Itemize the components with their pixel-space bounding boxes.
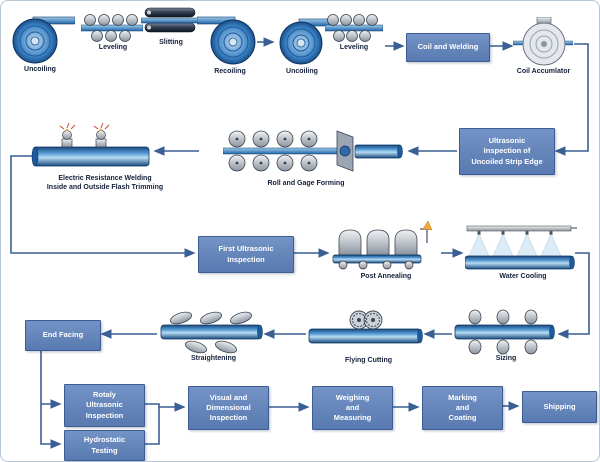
welded-pipe-icon	[31, 122, 150, 167]
recoiling-coil-icon	[197, 16, 256, 65]
process-box-rotaly-ultrasonic-inspection: Rotaly Ultrasonic Inspection	[64, 384, 145, 427]
roll-forming-icon	[223, 130, 403, 172]
stage-label-roll-gage-forming: Roll and Gage Forming	[267, 180, 345, 187]
stage-label-leveling-2: Leveling	[339, 44, 369, 51]
stage-label-coil-accumulator: Coil Accumlator	[516, 68, 571, 75]
stage-label-slitting: Slitting	[159, 39, 183, 46]
process-box-end-facing: End Facing	[25, 320, 101, 351]
process-box-visual-dimensional-inspection: Visual and Dimensional Inspection	[188, 386, 269, 430]
stage-label-recoiling: Recoiling	[214, 68, 246, 75]
leveling-rollers-icon	[81, 14, 143, 42]
stage-label-uncoiling-1: Uncoiling	[24, 66, 56, 73]
uncoiling-coil-icon-2	[279, 18, 335, 65]
stage-label-flying-cutting: Flying Cutting	[344, 357, 393, 364]
process-box-weighing-measuring: Weighing and Measuring	[312, 386, 393, 430]
process-box-first-ultrasonic-inspection: First Ultrasonic Inspection	[198, 236, 294, 273]
stage-label-leveling-1: Leveling	[98, 44, 128, 51]
stage-label-post-annealing: Post Annealing	[360, 273, 412, 280]
annealing-furnace-icon	[332, 220, 433, 270]
stage-label-uncoiling-2: Uncoiling	[286, 68, 318, 75]
process-box-marking-coating: Marking and Coating	[422, 386, 503, 430]
stage-label-water-cooling: Water Cooling	[499, 273, 547, 280]
leveling-rollers-icon-2	[325, 14, 383, 42]
process-box-coil-and-welding: Coil and Welding	[406, 33, 490, 62]
sizing-rollers-icon	[454, 309, 555, 355]
stage-label-sizing: Sizing	[495, 355, 517, 362]
stage-label-straightening: Straightening	[190, 355, 237, 362]
slitting-rollers-icon	[141, 7, 201, 33]
process-box-hydrostatic-testing: Hydrostatic Testing	[64, 430, 145, 461]
process-box-shipping: Shipping	[522, 391, 597, 423]
straightening-rollers-icon	[160, 311, 263, 354]
flying-cutter-icon	[308, 310, 423, 344]
process-box-ultrasonic-edge-inspection: Ultrasonic Inspection of Uncoiled Strip …	[459, 128, 555, 175]
uncoiling-coil-icon	[12, 16, 75, 64]
coil-accumulator-icon	[513, 17, 573, 66]
stage-label-erw: Electric Resistance Welding Inside and O…	[46, 175, 164, 192]
water-spray-icon	[465, 225, 577, 270]
